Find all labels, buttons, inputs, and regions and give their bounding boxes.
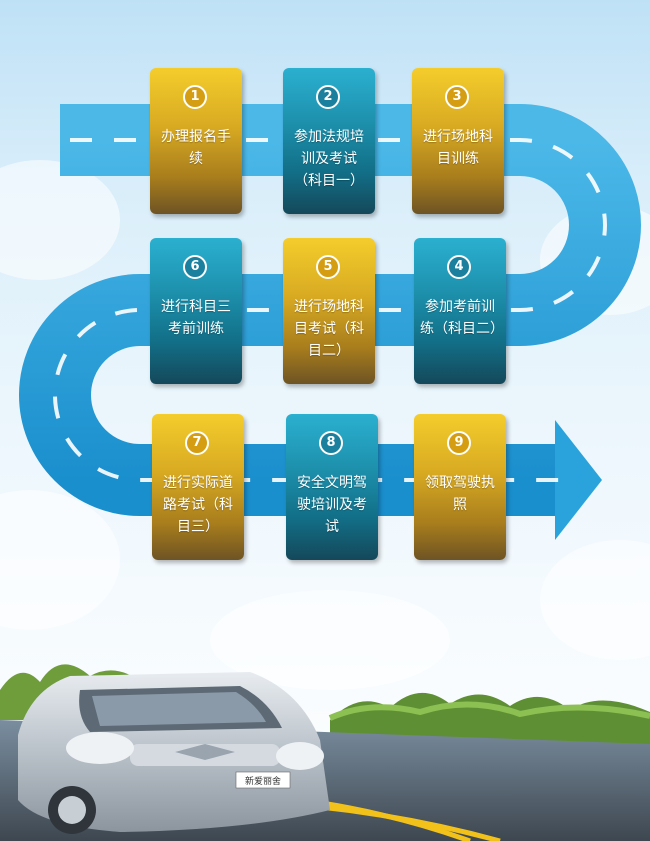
step-card-4: 4 参加考前训练（科目二）	[414, 238, 506, 384]
step-label: 领取驾驶执照	[425, 475, 495, 513]
step-card-2: 2 参加法规培训及考试（科目一）	[283, 68, 375, 214]
step-number: 2	[316, 85, 340, 109]
step-card-3: 3 进行场地科目训练	[412, 68, 504, 214]
road-arrowhead	[555, 420, 602, 540]
step-card-6: 6 进行科目三考前训练	[150, 238, 242, 384]
step-card-5: 5 进行场地科目考试（科目二）	[283, 238, 375, 384]
step-number: 4	[447, 255, 471, 279]
step-number: 6	[183, 255, 207, 279]
step-card-1: 1 办理报名手续	[150, 68, 242, 214]
step-label: 安全文明驾驶培训及考试	[297, 475, 367, 535]
step-card-9: 9 领取驾驶执照	[414, 414, 506, 560]
step-label: 进行实际道路考试（科目三）	[163, 475, 233, 535]
step-number: 5	[316, 255, 340, 279]
step-label: 进行场地科目训练	[423, 129, 493, 167]
step-number: 1	[183, 85, 207, 109]
step-card-8: 8 安全文明驾驶培训及考试	[286, 414, 378, 560]
scenery: 新爱丽舍	[0, 664, 650, 841]
step-number: 3	[445, 85, 469, 109]
step-label: 参加考前训练（科目二）	[420, 299, 504, 337]
car-badge-text: 新爱丽舍	[245, 775, 281, 787]
step-label: 进行科目三考前训练	[161, 299, 231, 337]
step-label: 进行场地科目考试（科目二）	[294, 299, 364, 359]
step-label: 参加法规培训及考试（科目一）	[294, 129, 364, 189]
step-number: 7	[185, 431, 209, 455]
step-label: 办理报名手续	[161, 129, 231, 167]
step-number: 9	[447, 431, 471, 455]
step-number: 8	[319, 431, 343, 455]
step-card-7: 7 进行实际道路考试（科目三）	[152, 414, 244, 560]
car-illustration: 新爱丽舍	[18, 672, 330, 834]
